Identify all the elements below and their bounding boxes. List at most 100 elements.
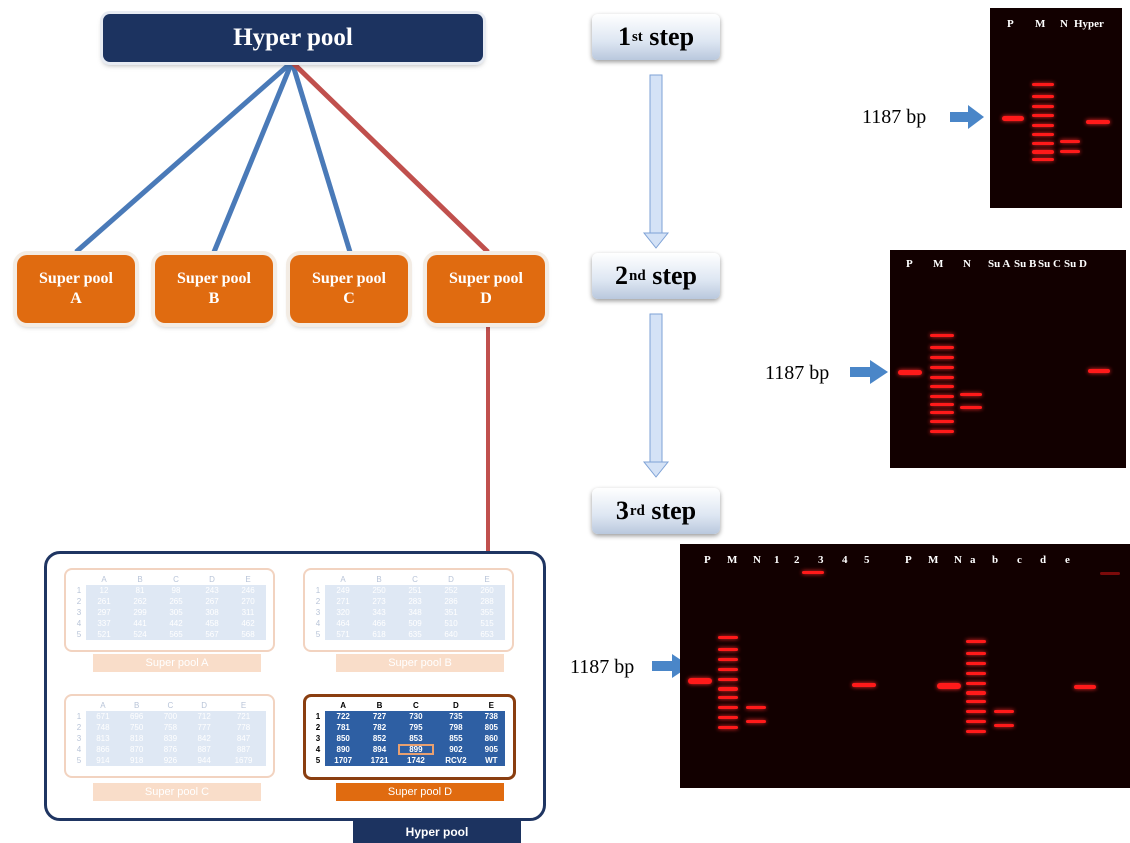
plate-row-header: 2	[315, 597, 321, 606]
plate-cell: 260	[469, 585, 505, 596]
plate-cell: 1721	[361, 755, 398, 766]
plate-cell: 918	[119, 755, 154, 766]
plate-cell: 568	[230, 629, 266, 640]
plate-cell: 926	[153, 755, 188, 766]
gel3-lane-label: d	[1040, 554, 1047, 566]
plate-cell: 1742	[397, 755, 435, 766]
plate-cell: 798	[434, 722, 478, 733]
plate-a-label: Super pool A	[93, 654, 261, 672]
plate-cell: 262	[122, 596, 158, 607]
band-size-label-3: 1187 bp	[570, 656, 635, 678]
plate-col-header: D	[209, 575, 215, 584]
plate-cell: 343	[361, 607, 397, 618]
plate-cell: 515	[469, 618, 505, 629]
connector-b	[211, 61, 295, 253]
plate-col-header: A	[340, 575, 346, 584]
plate-row-header: 2	[315, 723, 321, 732]
plate-row-header: 4	[315, 745, 321, 754]
plate-col-header: B	[137, 575, 143, 584]
plate-cell: 249	[325, 585, 361, 596]
plate-cell: 265	[158, 596, 194, 607]
gel2-lane-label: Su A	[988, 258, 1011, 270]
gel3-lane-label: N	[753, 554, 761, 566]
plate-cell: 466	[361, 618, 397, 629]
plate-row-header: 1	[76, 712, 82, 721]
plate-col-header: B	[133, 701, 140, 710]
plate-cell: 567	[194, 629, 230, 640]
plate-cell: 509	[397, 618, 433, 629]
plate-cell: 81	[122, 585, 158, 596]
plate-cell: 1707	[325, 755, 362, 766]
plate-cell: 442	[158, 618, 194, 629]
plate-cell: 297	[86, 607, 122, 618]
plate-cell: 850	[325, 733, 362, 744]
plate-cell: 847	[221, 733, 266, 744]
plate-col-header: C	[412, 575, 418, 584]
plate-cell: 671	[86, 711, 120, 722]
connector-a	[74, 60, 294, 254]
plate-cell: 778	[221, 722, 266, 733]
plate-cell: 565	[158, 629, 194, 640]
plate-col-header: E	[245, 575, 251, 584]
gel3-lane-label: 5	[864, 554, 870, 566]
plate-col-header: B	[376, 575, 382, 584]
plate-row-header: 5	[76, 756, 82, 765]
plate-cell: 722	[325, 711, 362, 722]
plate-cell: 712	[187, 711, 221, 722]
plate-cell: 758	[153, 722, 188, 733]
bp-arrow-1	[950, 105, 984, 129]
bottom-hyper-pool-tag: Hyper pool	[353, 820, 521, 843]
plate-cell: 288	[469, 596, 505, 607]
plate-cell: 98	[158, 585, 194, 596]
plate-row-header: 3	[76, 608, 82, 617]
plate-cell: 246	[230, 585, 266, 596]
plate-cell: 441	[122, 618, 158, 629]
plate-row-header: 5	[315, 630, 321, 639]
gel3-lane-label: P	[704, 554, 711, 566]
gel3-lane-label: N	[954, 554, 962, 566]
gel2-lane-label: M	[933, 258, 944, 270]
plate-cell: 283	[397, 596, 433, 607]
plate-row-header: 4	[76, 745, 82, 754]
gel3-lane-label: b	[992, 554, 999, 566]
plate-cell: 818	[119, 733, 154, 744]
plate-row-header: 2	[76, 597, 82, 606]
plate-cell: WT	[477, 755, 505, 766]
plate-cell: 521	[86, 629, 122, 640]
plate-cell: 653	[469, 629, 505, 640]
plate-row-header: 3	[76, 734, 82, 743]
band-size-label-2: 1187 bp	[765, 362, 830, 384]
plate-cell: 781	[325, 722, 362, 733]
plate-col-header: C	[413, 701, 419, 710]
plate-cell: 308	[194, 607, 230, 618]
plate-cell: 251	[397, 585, 433, 596]
plate-cell: 870	[119, 744, 154, 755]
plate-row-header: 2	[76, 723, 82, 732]
connector-c	[289, 61, 353, 253]
plate-cell: 735	[434, 711, 478, 722]
plate-cell: 337	[86, 618, 122, 629]
gel2-lane-label: Su B	[1014, 258, 1037, 270]
plate-cell: 853	[397, 733, 435, 744]
plate-cell: 635	[397, 629, 433, 640]
gel2-lane-label: N	[963, 258, 971, 270]
plate-cell: 311	[230, 607, 266, 618]
plate-col-header: E	[484, 575, 490, 584]
plate-cell: 777	[187, 722, 221, 733]
plate-row-header: 5	[315, 756, 321, 765]
plate-cell: 839	[153, 733, 188, 744]
plate-cell: 618	[361, 629, 397, 640]
plate-cell: 571	[325, 629, 361, 640]
gel3-lane-label: 2	[794, 554, 800, 566]
plate-cell: 261	[86, 596, 122, 607]
plate-cell: 351	[433, 607, 469, 618]
gel3-lane-label: M	[928, 554, 939, 566]
